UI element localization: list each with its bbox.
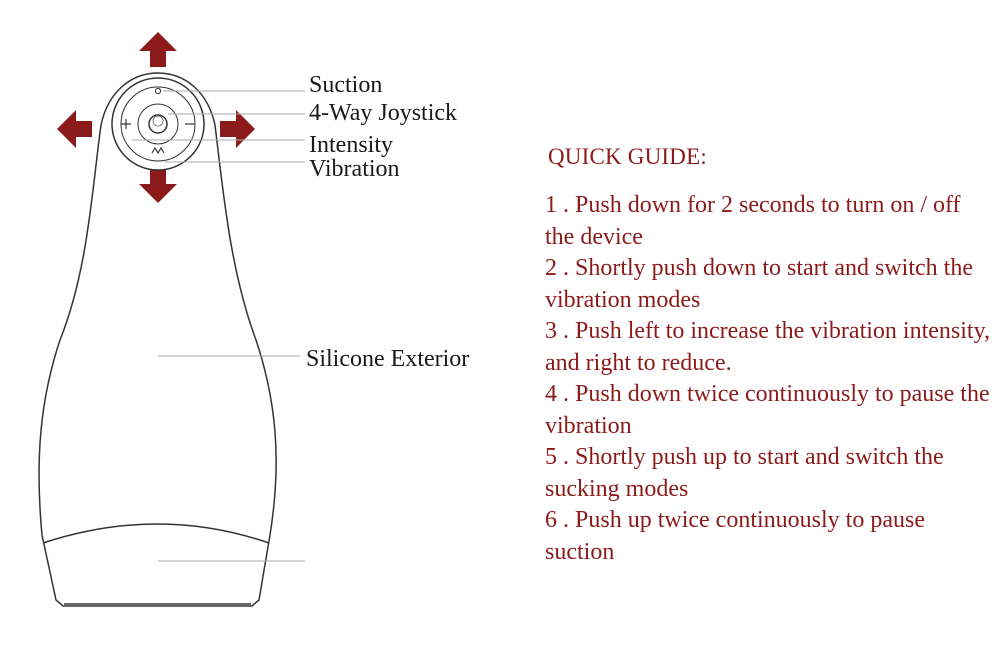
guide-step: 3 . Push left to increase the vibration …: [545, 318, 991, 376]
arrow-right-icon: [220, 110, 255, 148]
guide-step: 2 . Shortly push down to start and switc…: [545, 255, 973, 313]
guide-step: 5 . Shortly push up to start and switch …: [545, 444, 944, 502]
device-body-outline: [38, 72, 277, 607]
plus-icon: [121, 119, 131, 129]
guide-title: QUICK GUIDE:: [548, 144, 707, 169]
arrow-down-icon: [139, 170, 177, 203]
device-base-seam: [42, 523, 270, 544]
joystick-knob[interactable]: [148, 114, 168, 134]
label-intensity: Intensity: [309, 132, 393, 158]
guide-step: 6 . Push up twice continuously to pause …: [545, 507, 925, 565]
quick-guide: QUICK GUIDE: 1 . Push down for 2 seconds…: [545, 145, 995, 568]
guide-step: 1 . Push down for 2 seconds to turn on /…: [545, 192, 961, 250]
arrow-up-icon: [139, 32, 177, 67]
guide-step: 4 . Push down twice continuously to paus…: [545, 381, 990, 439]
label-vibration: Vibration: [309, 156, 400, 182]
vibration-icon: [151, 146, 165, 155]
suction-icon: [154, 87, 162, 95]
joystick-control[interactable]: [111, 77, 205, 171]
label-joystick: 4-Way Joystick: [309, 100, 458, 126]
label-exterior: Silicone Exterior: [306, 346, 470, 372]
label-suction: Suction: [309, 72, 383, 98]
arrow-left-icon: [57, 110, 92, 148]
